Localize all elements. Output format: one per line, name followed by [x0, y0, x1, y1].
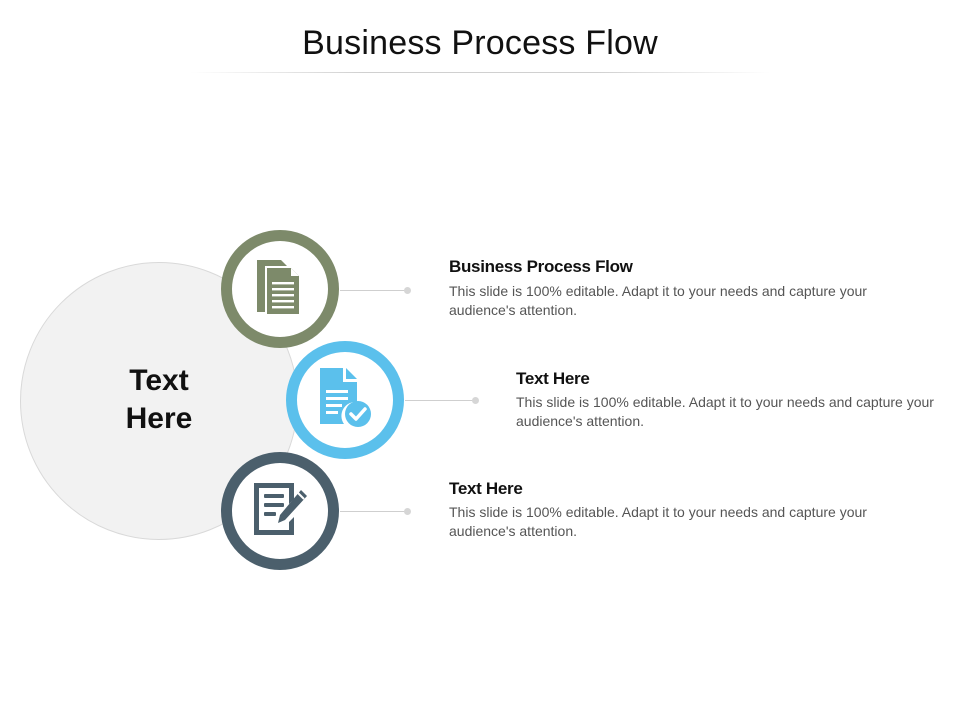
documents-icon [254, 256, 306, 323]
title-divider [190, 72, 770, 73]
ring-1 [221, 230, 339, 348]
slide-title: Business Process Flow [302, 24, 658, 62]
connector-line-3 [340, 511, 408, 512]
ring-2 [286, 341, 404, 459]
item-description-3: This slide is 100% editable. Adapt it to… [449, 504, 867, 539]
connector-dot-1 [404, 287, 411, 294]
connector-line-2 [405, 400, 476, 401]
item-heading-2: Text Here [516, 369, 590, 388]
document-edit-icon [249, 478, 311, 545]
item-description-1: This slide is 100% editable. Adapt it to… [449, 283, 867, 318]
ring-3 [221, 452, 339, 570]
document-check-icon [315, 366, 375, 435]
center-label: Text Here [125, 364, 193, 435]
item-description-2: This slide is 100% editable. Adapt it to… [516, 394, 934, 429]
connector-line-1 [340, 290, 408, 291]
connector-dot-3 [404, 508, 411, 515]
item-heading-1: Business Process Flow [449, 257, 633, 276]
connector-dot-2 [472, 397, 479, 404]
item-heading-3: Text Here [449, 479, 523, 498]
